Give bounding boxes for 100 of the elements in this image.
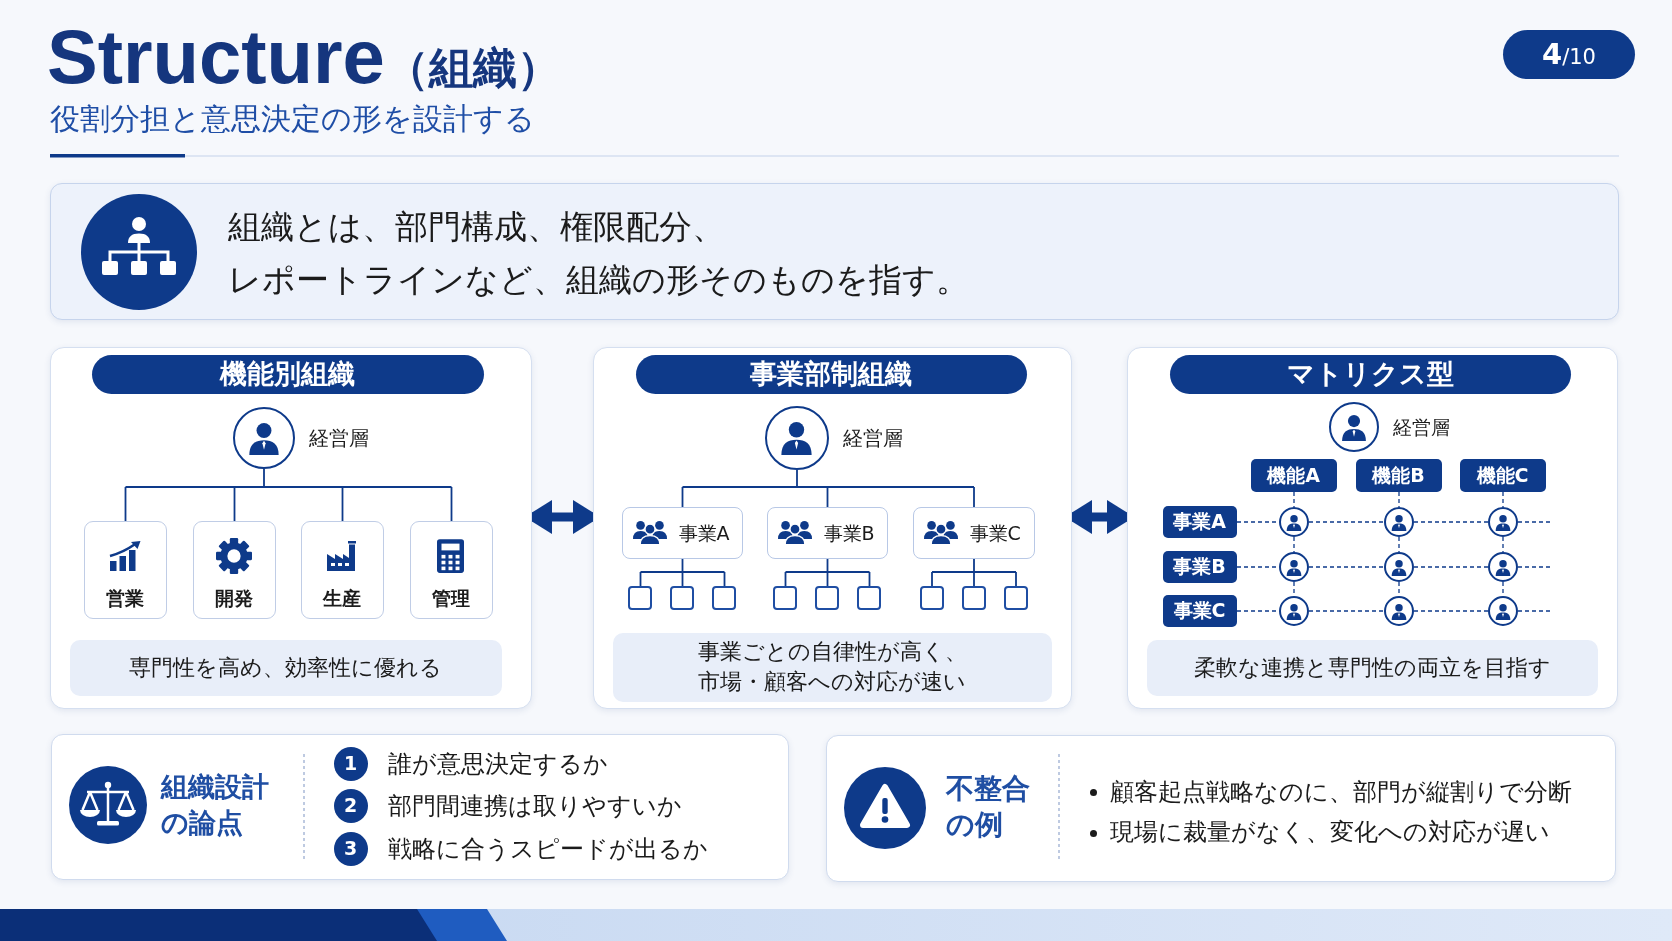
panel-header-bar xyxy=(91,354,484,394)
card-heading: 組織設計の論点 xyxy=(161,770,270,840)
business-unit-label: 事業B xyxy=(823,520,875,545)
member-circle xyxy=(1487,595,1518,626)
number-circle xyxy=(333,831,368,866)
sub-unit-box xyxy=(712,585,736,610)
member-circle xyxy=(1383,506,1414,537)
sub-unit-box xyxy=(961,585,986,610)
list-item: 部門間連携は取りやすいか xyxy=(388,790,682,821)
role-label: 経営層 xyxy=(842,424,903,451)
dashed-connector xyxy=(1413,610,1489,612)
discussion-points-card xyxy=(51,734,789,880)
dashed-connector xyxy=(1308,566,1385,568)
dashed-connector xyxy=(1293,491,1295,508)
member-circle xyxy=(1383,551,1414,582)
function-label: 機能A xyxy=(1267,463,1320,487)
connector-line xyxy=(723,571,726,587)
panel-title: 事業部制組織 xyxy=(750,357,912,391)
business-label: 事業C xyxy=(1173,599,1226,622)
panel-title: マトリクス型 xyxy=(1286,357,1454,391)
role-label: 経営層 xyxy=(308,424,369,451)
member-circle xyxy=(1278,595,1309,626)
structure-panel xyxy=(593,347,1072,709)
business-tag xyxy=(1162,550,1237,583)
business-label: 事業B xyxy=(1173,555,1226,578)
slide-subtitle: 役割分担と意思決定の形を設計する xyxy=(50,100,535,138)
function-label: 機能B xyxy=(1372,463,1425,487)
connector-line xyxy=(233,486,236,522)
dashed-connector xyxy=(1398,536,1400,553)
function-tag xyxy=(1355,458,1442,492)
connector-line xyxy=(341,486,344,522)
connector-line xyxy=(973,486,975,508)
slide-title: Structure（組織） xyxy=(47,19,561,101)
connector-line xyxy=(681,571,684,587)
member-circle xyxy=(1278,551,1309,582)
dashed-connector xyxy=(1502,491,1504,508)
number-circle xyxy=(333,788,368,823)
page-number: 4/10 xyxy=(1542,37,1596,72)
function-tag xyxy=(1250,458,1337,492)
department-card xyxy=(300,520,384,619)
step-number: 1 xyxy=(343,752,358,775)
sub-unit-box xyxy=(628,585,652,610)
step-number: 3 xyxy=(343,837,358,860)
member-circle xyxy=(1487,506,1518,537)
department-label: 営業 xyxy=(106,585,144,610)
connector-line xyxy=(639,571,642,587)
dashed-connector xyxy=(1502,536,1504,553)
number-circle xyxy=(333,746,368,781)
card-heading: 不整合の例 xyxy=(946,771,1031,843)
business-unit-card xyxy=(766,506,888,559)
definition-box xyxy=(50,183,1619,320)
dashed-connector xyxy=(1308,521,1385,523)
dashed-connector xyxy=(1517,566,1552,568)
connector-line xyxy=(1015,571,1017,587)
connector-line xyxy=(931,558,1017,573)
connector-line xyxy=(784,558,871,573)
summary-text: 専門性を高め、効率性に優れる xyxy=(129,653,442,682)
list-item: 誰が意思決定するか xyxy=(388,748,608,779)
function-tag xyxy=(1459,458,1546,492)
dashed-connector xyxy=(1293,536,1295,553)
department-label: 生産 xyxy=(323,585,361,610)
business-tag xyxy=(1162,594,1237,627)
member-circle xyxy=(1487,551,1518,582)
dashed-connector xyxy=(1413,521,1489,523)
department-card xyxy=(192,520,276,619)
structure-panel xyxy=(1127,347,1618,709)
panel-header-bar xyxy=(635,354,1027,394)
member-circle xyxy=(1278,506,1309,537)
summary-text: 事業ごとの自律性が高く、市場・顧客への対応が速い xyxy=(696,638,968,696)
business-label: 事業A xyxy=(1173,510,1226,533)
role-label: 経営層 xyxy=(1392,414,1450,440)
department-card xyxy=(83,520,167,619)
list-item: 現場に裁量がなく、変化への対応が遅い xyxy=(1110,817,1550,847)
business-unit-card xyxy=(912,506,1035,559)
structure-panel xyxy=(50,347,532,709)
connector-line xyxy=(450,486,453,522)
step-number: 2 xyxy=(343,794,358,817)
connector-line xyxy=(784,571,787,587)
connector-line xyxy=(826,486,829,508)
connector-line xyxy=(826,571,829,587)
dashed-connector xyxy=(1517,610,1552,612)
business-unit-card xyxy=(621,506,743,559)
department-label: 管理 xyxy=(432,585,470,610)
dashed-connector xyxy=(1308,610,1385,612)
summary-text: 柔軟な連携と専門性の両立を目指す xyxy=(1193,653,1551,682)
page-indicator xyxy=(1503,30,1635,79)
mismatch-examples-card xyxy=(826,735,1616,882)
department-label: 開発 xyxy=(215,585,253,610)
connector-line xyxy=(973,571,975,587)
definition-text: 組織とは、部門構成、権限配分、レポートラインなど、組織の形そのものを指す。 xyxy=(228,206,970,301)
panel-title: 機能別組織 xyxy=(220,357,355,391)
business-unit-label: 事業A xyxy=(678,520,730,545)
sub-unit-box xyxy=(857,585,881,610)
dashed-connector xyxy=(1517,521,1552,523)
list-item: 顧客起点戦略なのに、部門が縦割りで分断 xyxy=(1110,776,1572,807)
dashed-connector xyxy=(1413,566,1489,568)
connector-line xyxy=(124,468,453,488)
sub-unit-box xyxy=(1003,585,1028,610)
panel-header-bar xyxy=(1169,354,1571,394)
member-circle xyxy=(1383,595,1414,626)
